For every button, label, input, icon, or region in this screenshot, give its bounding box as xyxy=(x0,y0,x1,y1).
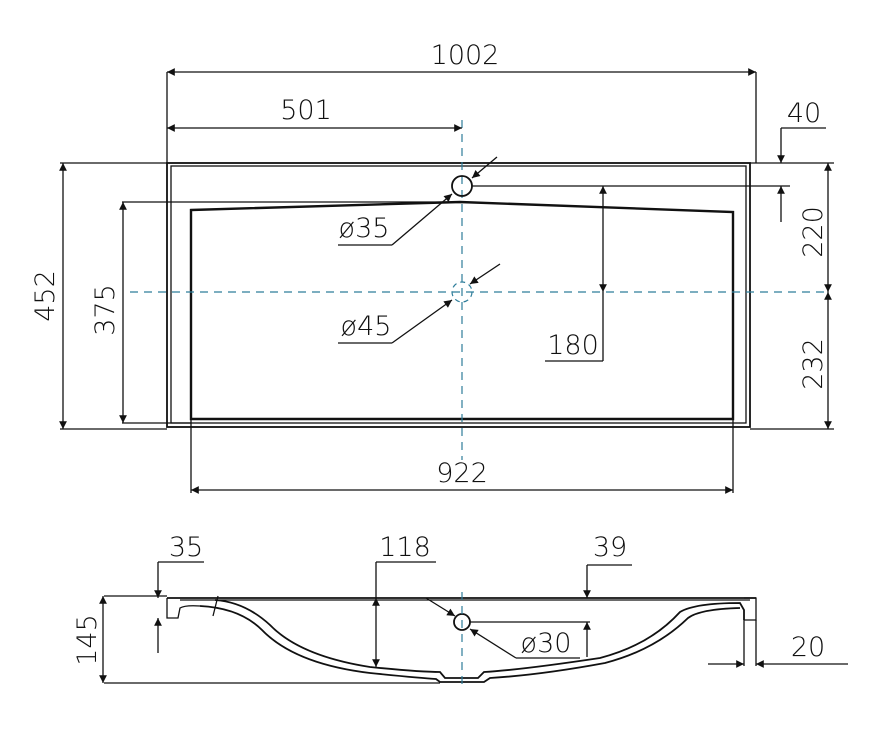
dim-upper-to-center: 220 xyxy=(798,206,829,258)
dim-bowl-depth: 375 xyxy=(90,284,121,336)
dim-overflow-from-top: 39 xyxy=(593,532,627,563)
dim-tap-hole-diameter: ø35 xyxy=(339,213,390,244)
inner-rim xyxy=(170,165,747,424)
outer-rim xyxy=(166,162,751,428)
top-view: 1002 501 40 452 375 ø35 ø45 18 xyxy=(30,40,834,494)
dim-overall-depth: 452 xyxy=(30,270,61,322)
dim-wall-thickness: 20 xyxy=(791,632,825,663)
dim-overall-height: 145 xyxy=(72,614,103,666)
dim-tap-to-drain: 180 xyxy=(547,330,599,361)
dim-bowl-depth-side: 118 xyxy=(379,532,431,563)
dim-overflow-diameter: ø30 xyxy=(521,628,572,659)
dim-lower-to-center: 232 xyxy=(798,338,829,390)
side-view: 145 35 118 39 ø30 20 xyxy=(72,532,848,690)
bowl-outline xyxy=(189,200,735,421)
drain-icon xyxy=(451,281,473,303)
dim-rim-thickness: 35 xyxy=(169,532,203,563)
dim-overall-width: 1002 xyxy=(431,40,500,71)
dim-bowl-width: 922 xyxy=(436,458,488,489)
dim-drain-diameter: ø45 xyxy=(341,311,392,342)
dim-rim-to-tap: 40 xyxy=(787,98,821,129)
dim-center-offset: 501 xyxy=(280,95,332,126)
